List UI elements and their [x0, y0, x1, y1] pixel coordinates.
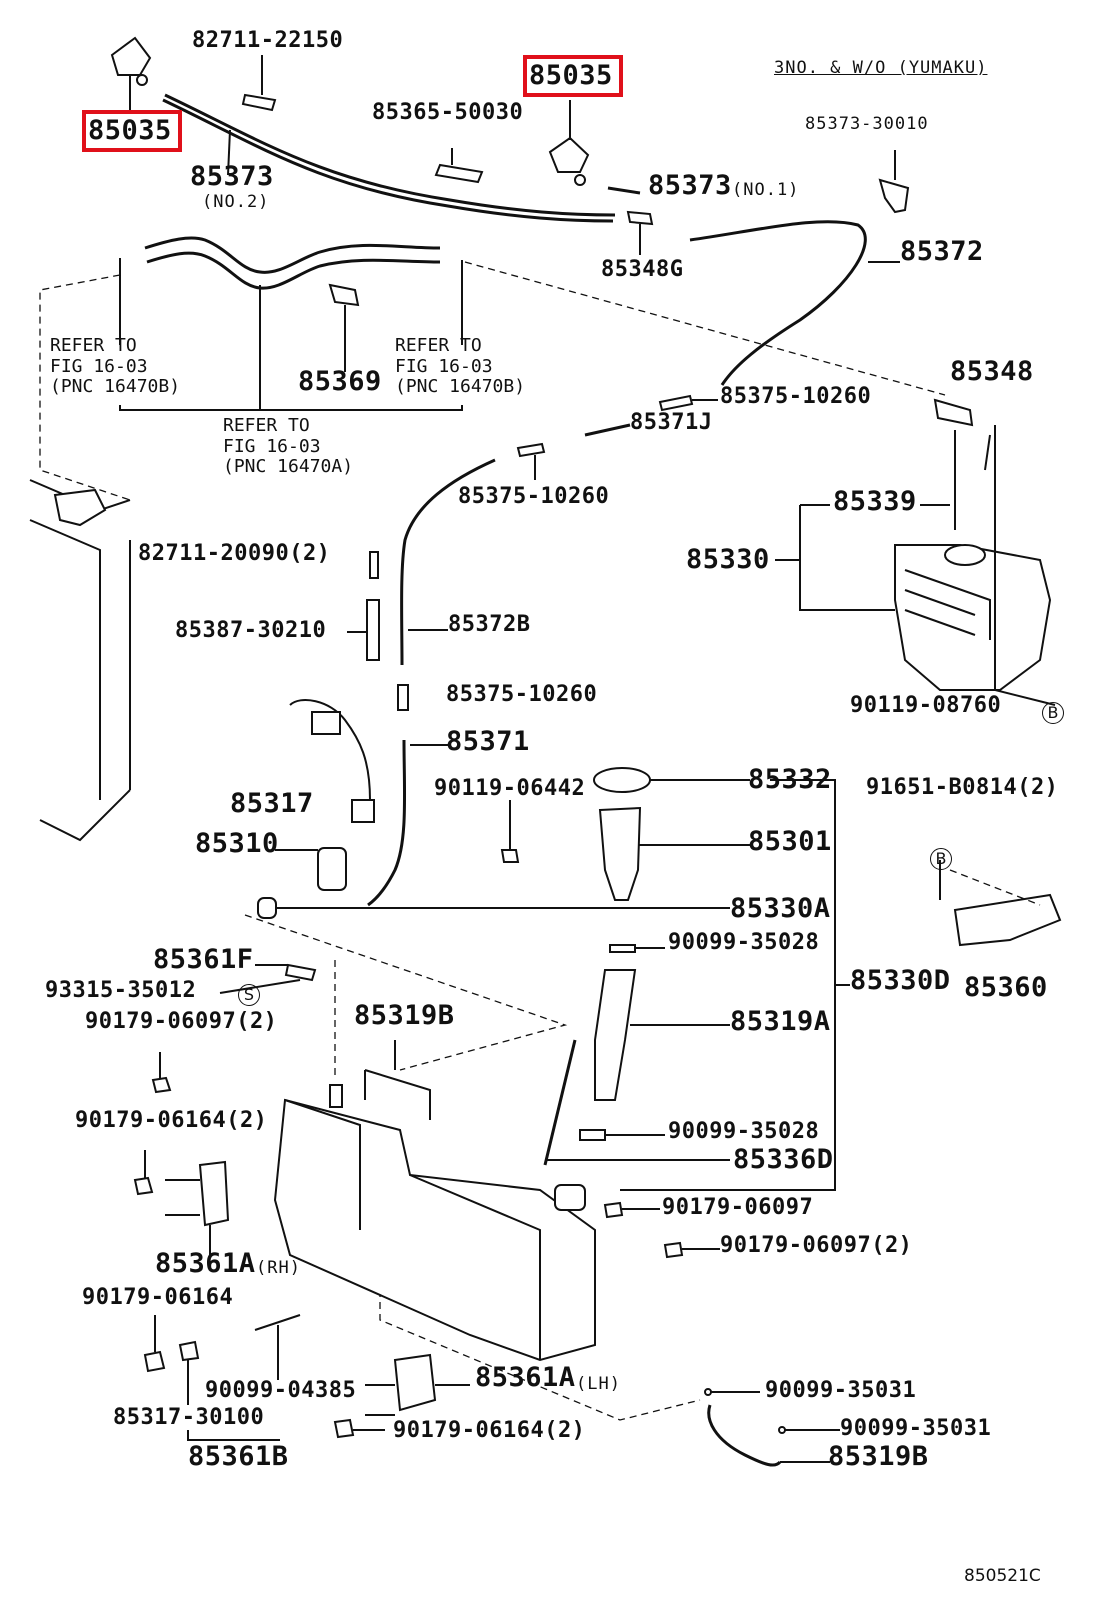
circle-marker-b: B — [1042, 702, 1064, 724]
part-number[interactable]: 85387-30210 — [175, 618, 327, 643]
highlight-box-left — [82, 110, 182, 152]
part-number[interactable]: 85360 — [964, 972, 1048, 1003]
part-number[interactable]: 85369 — [298, 366, 382, 397]
part-number[interactable]: 85319B — [354, 1000, 455, 1031]
part-number[interactable]: 85330A — [730, 893, 831, 924]
nozzle-left-drawing — [110, 36, 152, 110]
hose-85373-no2 — [164, 93, 616, 217]
part-number[interactable]: 85330 — [686, 544, 770, 575]
part-number[interactable]: 85319B — [828, 1441, 929, 1472]
part-number[interactable]: 90179-06097 — [662, 1195, 814, 1220]
part-number[interactable]: 90099-35028 — [668, 930, 820, 955]
part-number[interactable]: 85372 — [900, 236, 984, 267]
circle-marker-b: B — [930, 848, 952, 870]
part-number[interactable]: 93315-35012 — [45, 978, 197, 1003]
part-number[interactable]: 85373-30010 — [805, 114, 929, 134]
part-number[interactable]: 85361B — [188, 1441, 289, 1472]
part-number[interactable]: 85371J — [630, 410, 713, 435]
part-number[interactable]: 90179-06097(2) — [720, 1233, 913, 1258]
reservoir-upper-drawing — [894, 398, 1052, 691]
part-number[interactable]: 85348G — [601, 257, 684, 282]
part-number[interactable]: 85375-10260 — [720, 384, 872, 409]
part-note: (NO.1) — [732, 180, 800, 200]
part-note: (NO.2) — [202, 192, 270, 212]
part-number[interactable]: 90119-06442 — [434, 776, 586, 801]
part-number[interactable]: 90179-06164(2) — [75, 1108, 268, 1133]
part-number[interactable]: 91651-B0814(2) — [866, 775, 1059, 800]
part-number[interactable]: 90099-04385 — [205, 1378, 357, 1403]
part-number[interactable]: 90099-35031 — [840, 1416, 992, 1441]
highlight-box-top — [523, 55, 623, 97]
part-number[interactable]: 90179-06097(2) — [85, 1009, 278, 1034]
part-note: (LH) — [576, 1374, 621, 1394]
figure-code: 850521C — [964, 1566, 1041, 1586]
part-number-85035-left[interactable]: 85035 — [88, 115, 172, 146]
part-number[interactable]: 85373 — [190, 161, 274, 192]
model-note: 3NO. & W/O (YUMAKU) — [774, 58, 988, 78]
part-number[interactable]: 85348 — [950, 356, 1034, 387]
part-number[interactable]: 85301 — [748, 826, 832, 857]
part-number[interactable]: 90179-06164 — [82, 1285, 234, 1310]
part-number[interactable]: 85375-10260 — [446, 682, 598, 707]
part-number-85035-top[interactable]: 85035 — [529, 60, 613, 91]
part-number[interactable]: 90099-35031 — [765, 1378, 917, 1403]
part-number[interactable]: 85373 — [648, 170, 732, 201]
part-number[interactable]: 85317 — [230, 788, 314, 819]
part-number[interactable]: 82711-22150 — [192, 28, 344, 53]
part-number[interactable]: 85339 — [833, 486, 917, 517]
part-number[interactable]: 85330D — [850, 965, 951, 996]
part-number[interactable]: 85319A — [730, 1006, 831, 1037]
part-number[interactable]: 85336D — [733, 1144, 834, 1175]
part-number[interactable]: 85371 — [446, 726, 530, 757]
part-number[interactable]: 85372B — [448, 612, 531, 637]
part-number[interactable]: 85361F — [153, 944, 254, 975]
part-number[interactable]: 85361A — [155, 1248, 256, 1279]
part-number[interactable]: 85332 — [748, 764, 832, 795]
part-number[interactable]: 90119-08760 — [850, 693, 1002, 718]
part-number[interactable]: 85310 — [195, 828, 279, 859]
part-number[interactable]: 90179-06164(2) — [393, 1418, 586, 1443]
part-number[interactable]: 85361A — [475, 1362, 576, 1393]
circle-marker-s: S — [238, 984, 260, 1006]
reservoir-tank-drawing — [273, 1040, 596, 1362]
part-number[interactable]: 82711-20090(2) — [138, 541, 331, 566]
nozzle-top-drawing — [548, 100, 590, 186]
part-note: (RH) — [256, 1258, 301, 1278]
part-number[interactable]: 85365-50030 — [372, 100, 524, 125]
part-number[interactable]: 85317-30100 — [113, 1405, 265, 1430]
part-number[interactable]: 90099-35028 — [668, 1119, 820, 1144]
part-number[interactable]: 85375-10260 — [458, 484, 610, 509]
